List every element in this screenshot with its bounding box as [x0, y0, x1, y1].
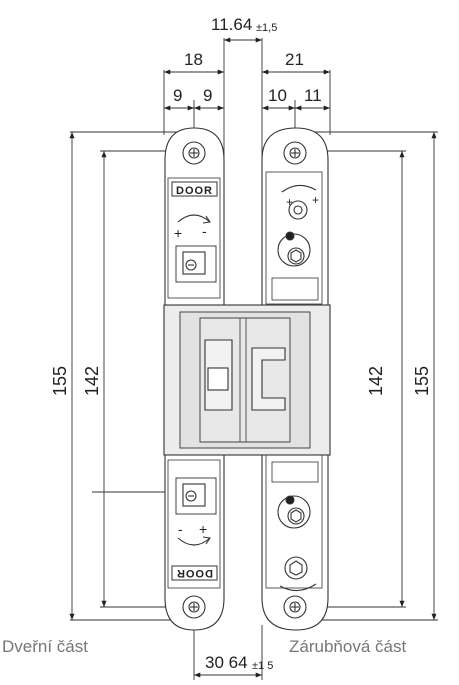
dim-offset-tol: ±1,5 — [256, 22, 277, 34]
dim-height-total-left: 155 — [50, 366, 70, 396]
dim-door-half-left: 9 — [173, 86, 182, 105]
dim-frame-half-right: 11 — [304, 86, 322, 105]
minus-icon: - — [178, 521, 183, 537]
door-badge-bottom-text: DOOR — [176, 567, 213, 579]
dim-height-inner-left: 142 — [82, 366, 102, 396]
dim-offset-main: 11.64 — [211, 15, 252, 34]
plus-icon: + — [312, 193, 319, 207]
door-part-label: Dveřní část — [2, 637, 88, 656]
dim-frame-half-left: 10 — [268, 86, 287, 105]
plus-icon: + — [286, 195, 293, 209]
dimension-labels: 11.64 ±1,5 18 9 9 21 10 11 155 142 142 1… — [50, 15, 432, 672]
dim-door-half-right: 9 — [203, 86, 212, 105]
dimension-lines — [69, 37, 438, 680]
rotate-arrow-icon — [177, 214, 211, 223]
minus-icon: - — [202, 223, 207, 239]
dim-bottom-tol: ±1 5 — [252, 660, 273, 672]
dim-height-inner-right: 142 — [366, 366, 386, 396]
dim-door-width: 18 — [184, 50, 203, 69]
door-badge-bottom — [171, 565, 218, 581]
plus-icon: + — [199, 521, 207, 537]
rotate-arrow-icon — [177, 537, 211, 546]
dim-frame-width: 21 — [285, 50, 304, 69]
dim-bottom-main: 30 64 — [205, 653, 248, 672]
door-badge-top-text: DOOR — [176, 185, 213, 197]
dim-height-total-right: 155 — [412, 366, 432, 396]
plus-icon: + — [174, 225, 182, 241]
frame-part-label: Zárubňová část — [289, 637, 406, 656]
rotate-arrow-icon — [279, 583, 317, 592]
rotate-arrow-icon — [281, 184, 317, 193]
central-mechanism — [163, 304, 331, 456]
door-badge-top — [171, 181, 218, 197]
